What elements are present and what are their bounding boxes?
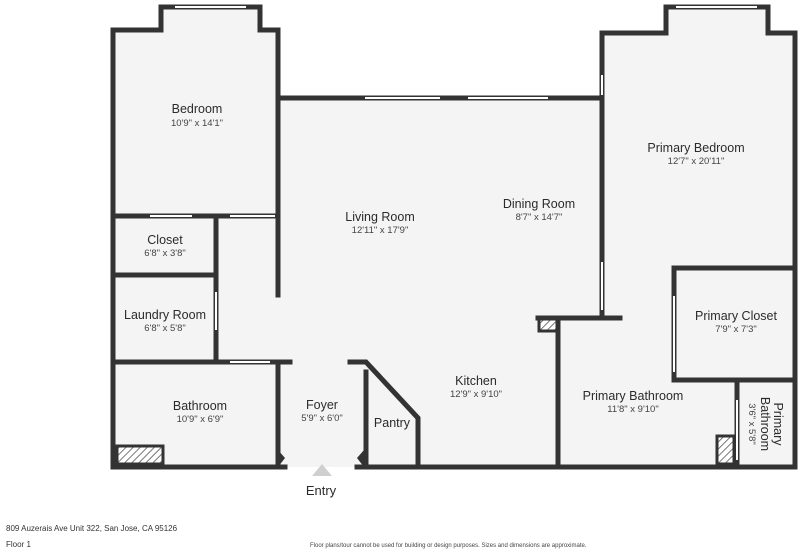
kitchen-fixture xyxy=(537,317,559,333)
closet-dims: 6'8" x 3'8" xyxy=(144,248,186,259)
primary-bathroom-small-label-1: Primary xyxy=(771,402,785,446)
pantry-label: Pantry xyxy=(374,416,411,430)
bedroom-dims: 10'9" x 14'1" xyxy=(171,118,223,129)
primary-closet-label: Primary Closet xyxy=(695,309,777,323)
primary-bathroom-small-label-2: Bathroom xyxy=(758,397,772,451)
windows xyxy=(150,6,757,460)
primary-bathroom-label: Primary Bathroom xyxy=(583,389,684,403)
foyer-dims: 5'9" x 6'0" xyxy=(301,413,343,424)
primary-bathroom-small-dims: 3'6" x 5'8" xyxy=(746,403,757,445)
floor-label: Floor 1 xyxy=(6,540,31,549)
bedroom-label: Bedroom xyxy=(172,102,223,116)
laundry-room-dims: 6'8" x 5'8" xyxy=(144,323,186,334)
entry-label: Entry xyxy=(306,483,337,498)
bathroom-label: Bathroom xyxy=(173,399,227,413)
foyer-label: Foyer xyxy=(306,398,338,412)
dining-room-dims: 8'7" x 14'7" xyxy=(516,212,563,223)
primary-bathroom-dims: 11'8" x 9'10" xyxy=(607,404,658,415)
kitchen-label: Kitchen xyxy=(455,374,497,388)
living-room-dims: 12'11" x 17'9" xyxy=(352,225,409,236)
entry-door xyxy=(278,450,364,476)
address-text: 809 Auzerais Ave Unit 322, San Jose, CA … xyxy=(6,524,178,533)
living-room-label: Living Room xyxy=(345,210,414,224)
bathroom-dims: 10'9" x 6'9" xyxy=(177,414,224,425)
disclaimer-text: Floor plans/tour cannot be used for buil… xyxy=(310,543,587,549)
primary-closet-dims: 7'9" x 7'3" xyxy=(715,324,757,335)
dining-room-label: Dining Room xyxy=(503,197,575,211)
primary-bedroom-label: Primary Bedroom xyxy=(647,141,744,155)
primary-bath-fixture xyxy=(715,434,736,466)
closet-label: Closet xyxy=(147,233,183,247)
laundry-room-label: Laundry Room xyxy=(124,308,206,322)
primary-bedroom-dims: 12'7" x 20'11" xyxy=(668,156,725,167)
floor-area xyxy=(113,7,795,467)
kitchen-dims: 12'9" x 9'10" xyxy=(450,389,502,400)
bathroom-fixture xyxy=(115,444,165,466)
